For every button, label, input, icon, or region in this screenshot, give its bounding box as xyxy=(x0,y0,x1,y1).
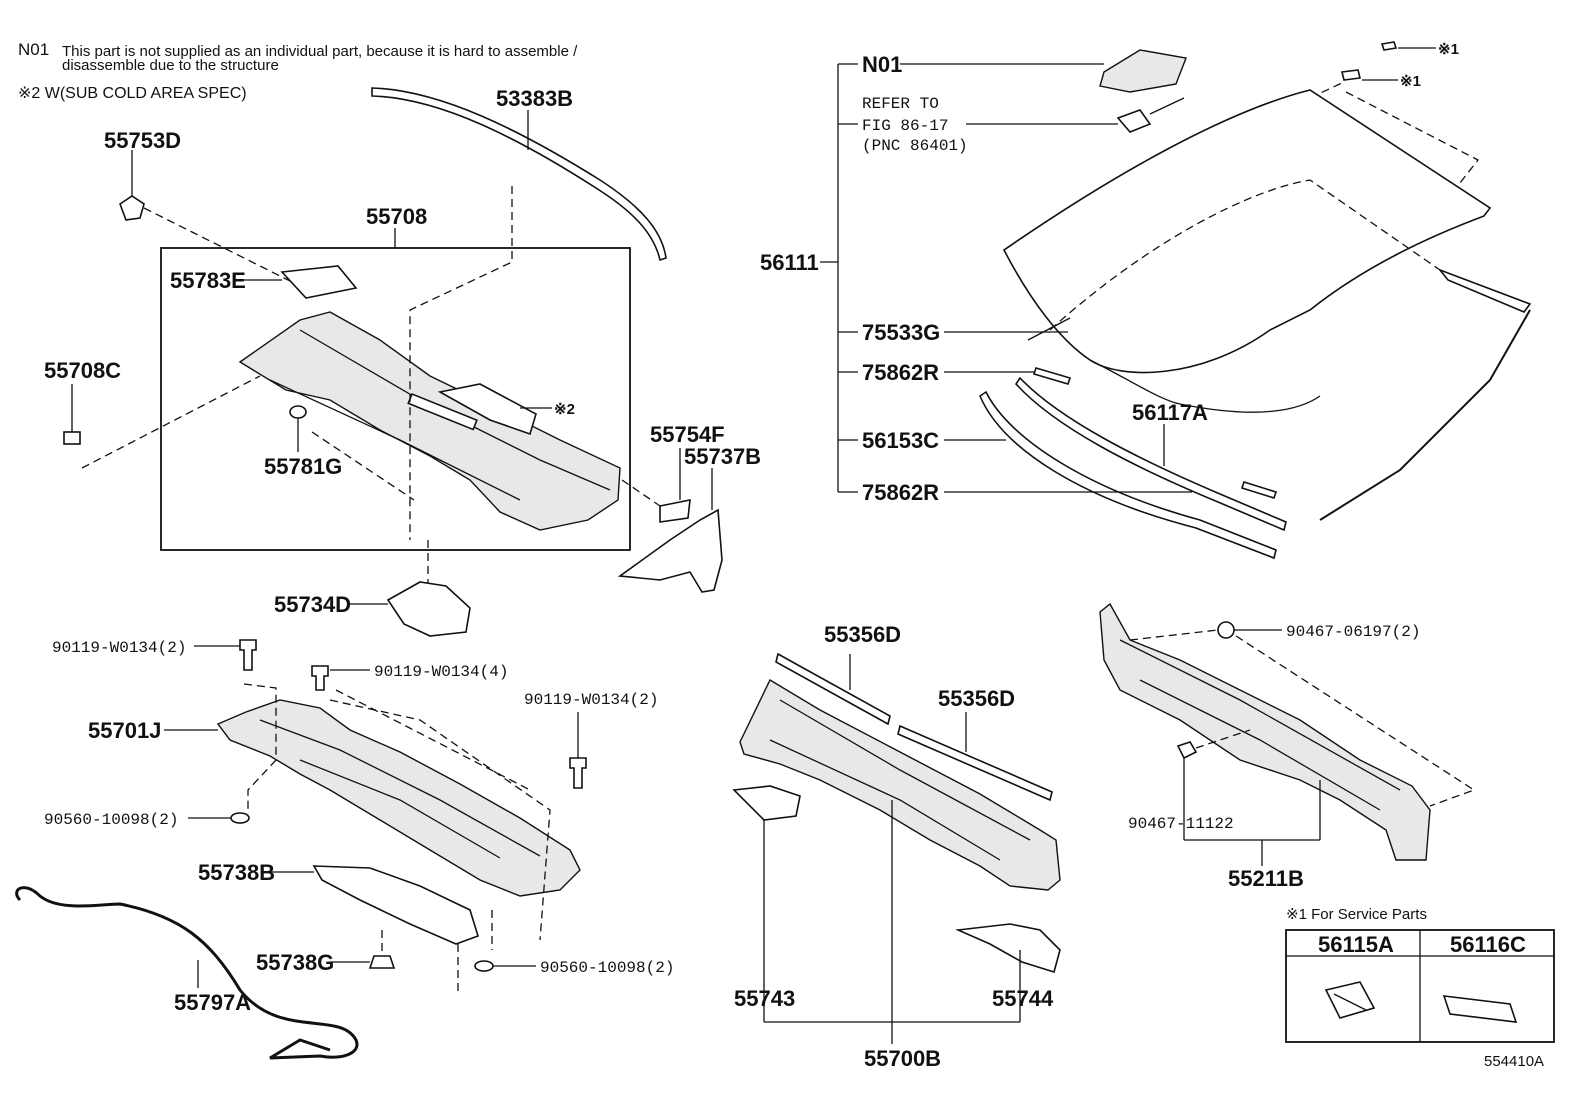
label-55701j: 55701J xyxy=(88,718,161,743)
label-bolt-90119-c: 90119-W0134(2) xyxy=(524,691,658,709)
clip-55708c xyxy=(63,431,81,445)
service-part-56115a xyxy=(1324,981,1376,1019)
grommet-55781g xyxy=(289,405,307,419)
bolt-90119-b xyxy=(311,665,329,691)
spacer-75862r-b xyxy=(1240,481,1278,499)
label-55783e: 55783E xyxy=(170,268,246,293)
sensor-refer xyxy=(1116,109,1152,133)
label-n01: N01 xyxy=(862,52,902,77)
clip-55738g xyxy=(368,955,396,969)
drawing-code: 554410A xyxy=(1484,1053,1544,1070)
label-clip-90467-06197: 90467-06197(2) xyxy=(1286,623,1420,641)
insulator-55738b xyxy=(312,865,479,945)
label-55356d-b: 55356D xyxy=(938,686,1015,711)
bracket-55744 xyxy=(954,923,1061,974)
seal-55783e xyxy=(280,265,358,299)
clip-55753d xyxy=(119,195,145,221)
label-55738b: 55738B xyxy=(198,860,275,885)
clip-90467-06197 xyxy=(1217,621,1235,639)
moulding-56117a xyxy=(1014,376,1287,532)
service-part-star1-b xyxy=(1341,69,1361,81)
label-55753d: 55753D xyxy=(104,128,181,153)
label-55734d: 55734D xyxy=(274,592,351,617)
label-clip-90467-11122: 90467-11122 xyxy=(1128,815,1234,833)
windshield-glass-56111 xyxy=(1002,89,1492,374)
label-53383b: 53383B xyxy=(496,86,573,111)
label-washer-90560-a: 90560-10098(2) xyxy=(44,811,178,829)
label-star1-a: ※1 xyxy=(1438,41,1459,58)
cowl-panel-55700b xyxy=(739,679,1061,891)
seal-55356d-a xyxy=(775,652,891,726)
label-55708c: 55708C xyxy=(44,358,121,383)
label-75862r-b: 75862R xyxy=(862,480,939,505)
service-part-star1-a xyxy=(1380,41,1398,51)
label-55700b: 55700B xyxy=(864,1046,941,1071)
seal-star2 xyxy=(437,383,537,436)
spacer-75862r-a xyxy=(1032,367,1072,385)
label-55781g: 55781G xyxy=(264,454,342,479)
label-55708: 55708 xyxy=(366,204,427,229)
dam-56153c xyxy=(979,390,1277,560)
cowl-panel-55701j xyxy=(216,699,581,897)
moulding-56117a-outer xyxy=(1437,268,1532,313)
label-56116c: 56116C xyxy=(1450,932,1526,957)
bolt-90119-a xyxy=(239,639,257,671)
seal-55356d-b xyxy=(897,724,1053,802)
bracket-55737b xyxy=(617,508,723,593)
bracket-55754f xyxy=(659,499,691,523)
weatherstrip-53383b xyxy=(371,87,667,262)
label-56117a: 56117A xyxy=(1132,400,1208,425)
label-56153c: 56153C xyxy=(862,428,939,453)
cowl-top-panel-55708 xyxy=(238,311,621,531)
bracket-55734d xyxy=(386,581,471,637)
clip-90467-11122 xyxy=(1176,741,1198,760)
note-service-parts: ※1 For Service Parts xyxy=(1286,906,1427,923)
note-n01-line1: This part is not supplied as an individu… xyxy=(62,43,578,60)
label-55738g: 55738G xyxy=(256,950,334,975)
label-washer-90560-b: 90560-10098(2) xyxy=(540,959,674,977)
label-star2: ※2 xyxy=(554,401,575,418)
label-refer-pnc: (PNC 86401) xyxy=(862,137,968,155)
note-n01-code: N01 xyxy=(18,40,50,59)
label-56115a: 56115A xyxy=(1318,932,1394,957)
service-part-56116c xyxy=(1442,995,1518,1023)
label-75862r-a: 75862R xyxy=(862,360,939,385)
washer-90560-b xyxy=(474,960,494,972)
washer-90560-a xyxy=(230,812,250,824)
label-55211b: 55211B xyxy=(1228,866,1304,891)
label-55737b: 55737B xyxy=(684,444,761,469)
bracket-55743 xyxy=(732,785,801,821)
part-n01 xyxy=(1099,49,1187,93)
label-55356d-a: 55356D xyxy=(824,622,901,647)
label-55797a: 55797A xyxy=(174,990,251,1015)
label-refer-fig: FIG 86-17 xyxy=(862,117,948,135)
label-55744: 55744 xyxy=(992,986,1054,1011)
label-55754f: 55754F xyxy=(650,422,725,447)
cowl-panel-55211b xyxy=(1099,602,1431,861)
label-refer-to: REFER TO xyxy=(862,95,939,113)
label-star1-b: ※1 xyxy=(1400,73,1421,90)
bolt-90119-c xyxy=(569,757,587,789)
label-75533g: 75533G xyxy=(862,320,940,345)
note-sub-cold-area: ※2 W(SUB COLD AREA SPEC) xyxy=(18,85,247,102)
label-bolt-90119-a: 90119-W0134(2) xyxy=(52,639,186,657)
label-55743: 55743 xyxy=(734,986,795,1011)
label-bolt-90119-b: 90119-W0134(4) xyxy=(374,663,508,681)
hose-55797a xyxy=(15,886,359,1060)
note-n01-line2: disassemble due to the structure xyxy=(62,57,279,74)
label-56111: 56111 xyxy=(760,250,819,275)
